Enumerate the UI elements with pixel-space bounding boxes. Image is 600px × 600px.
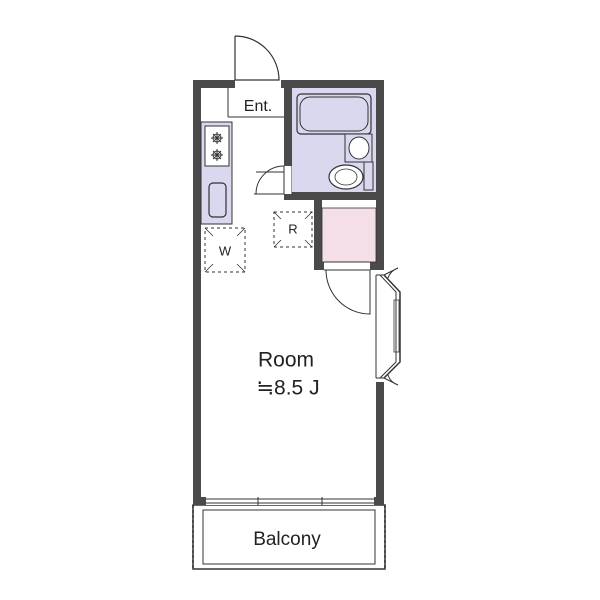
balcony-sliding-door[interactable] [206,497,374,505]
room-size: ≒8.5 J [256,377,319,400]
bathroom-fixtures [292,88,376,192]
bathroom-door[interactable] [254,165,293,195]
entrance-label: Ent. [244,98,272,115]
bay-window[interactable] [375,267,401,386]
washbasin-icon [344,133,373,163]
room-area: Room ≒8.5 J [256,349,319,400]
entrance-area: Ent. [227,88,284,118]
stove-burner-icon [211,132,223,144]
kitchen-counter [200,121,233,225]
room-name: Room [258,349,314,372]
refrigerator-space: R [273,211,313,248]
bathtub-icon [296,93,372,135]
refrigerator-label: R [288,221,297,236]
closet [314,200,384,270]
washer-space: W [204,227,246,273]
balcony: Balcony [192,504,386,570]
balcony-label: Balcony [253,529,321,550]
washer-label: W [219,243,232,258]
entrance-door[interactable] [234,35,280,81]
closet-door[interactable] [324,261,371,315]
toilet-icon [328,161,374,191]
bathroom-walls [284,80,384,200]
stove-burner-icon [211,149,223,161]
sink-icon [208,182,227,218]
